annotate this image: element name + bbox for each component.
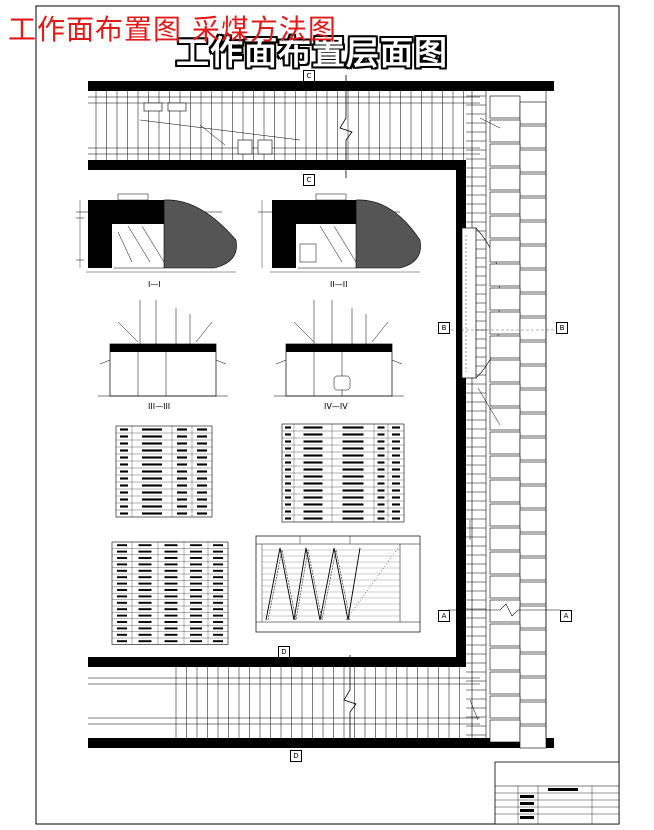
table-2	[281, 423, 405, 523]
section-label-iv: IV—IV	[324, 402, 348, 411]
sheet-border	[35, 5, 620, 825]
drawing-title: 工作面布置层面图	[176, 33, 448, 72]
title-block	[494, 761, 620, 825]
goaf-area	[489, 91, 547, 749]
section-mark-a-right: A	[560, 610, 572, 622]
section-mark-a-left: A	[438, 610, 450, 622]
section-label-i: I—I	[148, 280, 161, 289]
bottom-roadway	[88, 655, 554, 748]
leader-lines	[469, 117, 501, 746]
section-mark-d-bottom: D	[290, 750, 302, 762]
working-face	[456, 91, 500, 738]
section-label-iii: III—III	[148, 402, 171, 411]
section-label-ii: II—II	[330, 280, 348, 289]
section-iv	[274, 300, 404, 397]
table-3	[111, 541, 229, 645]
section-mark-c-bottom: C	[303, 174, 315, 186]
cut-line-a	[448, 603, 560, 617]
cycle-chart	[255, 535, 421, 633]
section-i	[76, 193, 237, 273]
overlay-title: 工作面布置图 采煤方法图	[8, 13, 337, 46]
section-mark-b-left: B	[438, 322, 450, 334]
section-mark-d-top: D	[278, 646, 290, 658]
section-iii	[98, 300, 228, 397]
top-roadway	[88, 75, 554, 178]
section-ii	[258, 193, 421, 273]
section-mark-c-top: C	[303, 70, 315, 82]
table-1	[115, 425, 213, 518]
section-mark-b-right: B	[556, 322, 568, 334]
